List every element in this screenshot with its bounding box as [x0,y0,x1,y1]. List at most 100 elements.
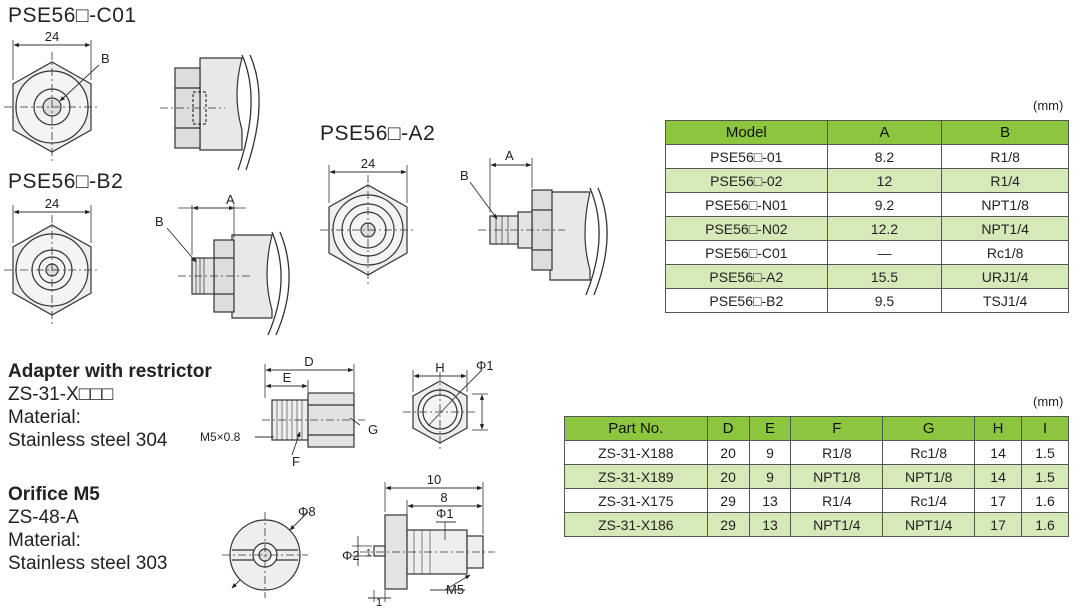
c01-side-view [160,54,260,171]
table2-unit: (mm) [1033,394,1064,409]
table-cell: R1/8 [790,440,884,465]
dim-orifice-8: 8 [440,490,447,505]
dim-a2-width: 24 [361,156,375,171]
dim-adapter-g: G [368,422,378,437]
table-cell: 8.2 [826,144,943,169]
table-cell: NPT1/4 [941,216,1069,241]
table-cell: — [826,240,943,265]
table-row: ZS-31-X189 20 9 NPT1/8 NPT1/8 14 1.5 [564,464,1069,489]
title-c01: PSE56□-C01 [8,4,137,27]
dim-a2-b: B [460,168,469,183]
c01-front-view [4,40,100,162]
table-cell: 15.5 [826,264,943,289]
table-cell: 9.2 [826,192,943,217]
dim-orifice-phi8: Φ8 [298,504,316,519]
a2-front-view [320,165,416,285]
table-cell: PSE56□-N02 [665,216,828,241]
table2-header-g: G [882,416,976,441]
dim-orifice-phi1: Φ1 [436,506,454,521]
table-cell: NPT1/4 [882,512,976,537]
dim-c01-width: 24 [45,29,59,44]
table-cell: ZS-31-X188 [564,440,708,465]
table-cell: 9 [748,440,792,465]
table-cell: URJ1/4 [941,264,1069,289]
b2-front-view [4,205,100,325]
orifice-heading: Orifice M5 [8,484,100,505]
table-cell: 29 [706,488,750,513]
dim-orifice-10: 10 [427,472,441,487]
orifice-model: ZS-48-A [8,507,79,528]
adapter-material: Stainless steel 304 [8,430,168,451]
table-row: ZS-31-X188 20 9 R1/8 Rc1/8 14 1.5 [564,440,1069,465]
a2-side-view [469,158,608,296]
table2-header-e: E [748,416,792,441]
dim-orifice-1b: 1 [376,597,382,609]
adapter-heading: Adapter with restrictor [8,361,212,382]
table-cell: 14 [974,464,1023,489]
adapter-material-label: Material: [8,407,81,428]
dim-orifice-phi2: Φ2 [342,548,360,563]
table-row: ZS-31-X186 29 13 NPT1/4 NPT1/4 17 1.6 [564,512,1069,537]
table-cell: PSE56□-N01 [665,192,828,217]
table-cell: PSE56□-C01 [665,240,828,265]
table-cell: R1/4 [790,488,884,513]
dim-b2-a: A [226,192,235,207]
part-spec-table: Part No. D E F G H I ZS-31-X188 20 9 R1/… [564,416,1069,537]
table-cell: 9 [748,464,792,489]
table-cell: R1/4 [941,168,1069,193]
table-cell: PSE56□-01 [665,144,828,169]
table-row: PSE56□-01 8.2 R1/8 [665,144,1069,169]
table-cell: Rc1/8 [941,240,1069,265]
dim-adapter-phi1: Φ1 [476,358,494,373]
dim-adapter-f: F [292,454,300,469]
table-row: PSE56□-N01 9.2 NPT1/8 [665,192,1069,217]
dim-adapter-e: E [283,370,292,385]
orifice-front-view [222,511,309,598]
table-row: PSE56□-B2 9.5 TSJ1/4 [665,288,1069,313]
orifice-material-label: Material: [8,530,81,551]
table-cell: 29 [706,512,750,537]
table-cell: 1.6 [1021,512,1069,537]
table-cell: 17 [974,512,1023,537]
table1-header-b: B [941,120,1069,145]
table-cell: PSE56□-A2 [665,264,828,289]
table2-header-d: D [706,416,750,441]
table-cell: R1/8 [941,144,1069,169]
table-cell: NPT1/8 [882,464,976,489]
table-cell: Rc1/4 [882,488,976,513]
table2-header-f: F [790,416,884,441]
table-row: PSE56□-C01 — Rc1/8 [665,240,1069,265]
table-row: PSE56□-A2 15.5 URJ1/4 [665,264,1069,289]
table-cell: Rc1/8 [882,440,976,465]
b2-side-view [166,205,290,336]
table-cell: 14 [974,440,1023,465]
table-cell: NPT1/8 [941,192,1069,217]
table-cell: PSE56□-02 [665,168,828,193]
table2-header-row: Part No. D E F G H I [564,416,1069,441]
table1-unit: (mm) [1033,98,1064,113]
dim-c01-b: B [101,51,110,66]
table2-header-i: I [1021,416,1069,441]
table-cell: NPT1/8 [790,464,884,489]
table-cell: 20 [706,440,750,465]
adapter-side-view [255,364,365,456]
orifice-material: Stainless steel 303 [8,553,168,574]
table-cell: 13 [748,488,792,513]
dim-b2-width: 24 [45,196,59,211]
table-cell: 12 [826,168,943,193]
model-spec-table: Model A B PSE56□-01 8.2 R1/8 PSE56□-02 1… [665,120,1069,313]
table-row: PSE56□-02 12 R1/4 [665,168,1069,193]
table-cell: ZS-31-X186 [564,512,708,537]
title-a2: PSE56□-A2 [320,122,436,145]
dim-adapter-m5: M5×0.8 [200,430,241,444]
table-cell: TSJ1/4 [941,288,1069,313]
table-cell: 1.6 [1021,488,1069,513]
dim-orifice-1a: 1 [366,548,372,559]
adapter-model: ZS-31-X□□□ [8,384,114,405]
table-cell: NPT1/4 [790,512,884,537]
table-cell: 12.2 [826,216,943,241]
table2-header-part-no: Part No. [564,416,708,441]
table-cell: 9.5 [826,288,943,313]
table1-header-a: A [826,120,943,145]
